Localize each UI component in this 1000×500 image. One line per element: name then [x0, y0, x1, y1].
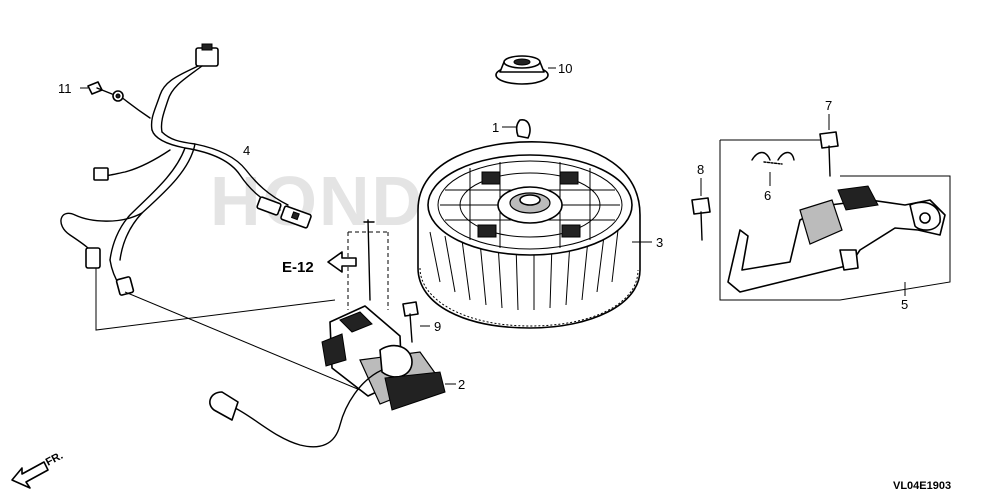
- stop-bracket-assembly: [719, 139, 951, 301]
- diagram-code: VL04E1903: [893, 480, 951, 492]
- woodruff-key: [502, 119, 531, 139]
- callout-11: 11: [58, 81, 72, 96]
- callout-6: 6: [764, 188, 771, 203]
- bolt-9: [402, 301, 430, 343]
- e12-reference: [327, 251, 357, 273]
- bolt-8: [691, 178, 711, 241]
- bolt-7: [819, 114, 839, 177]
- callout-10: 10: [558, 61, 572, 76]
- front-arrow-icon: [11, 461, 49, 489]
- front-label: FR.: [44, 450, 65, 469]
- callout-2: 2: [458, 377, 465, 392]
- callout-4: 4: [243, 143, 250, 158]
- ignition-coil: [209, 219, 456, 448]
- callout-7: 7: [825, 98, 832, 113]
- callout-9: 9: [434, 319, 441, 334]
- spring: [751, 151, 795, 186]
- callout-8: 8: [697, 162, 704, 177]
- callout-1: 1: [492, 120, 499, 135]
- callout-3: 3: [656, 235, 663, 250]
- flywheel: [417, 141, 652, 329]
- callout-5: 5: [901, 297, 908, 312]
- bolt-11: [80, 81, 113, 95]
- wire-harness: [60, 43, 361, 391]
- reference-label: E-12: [282, 259, 314, 276]
- flange-nut: [495, 55, 556, 85]
